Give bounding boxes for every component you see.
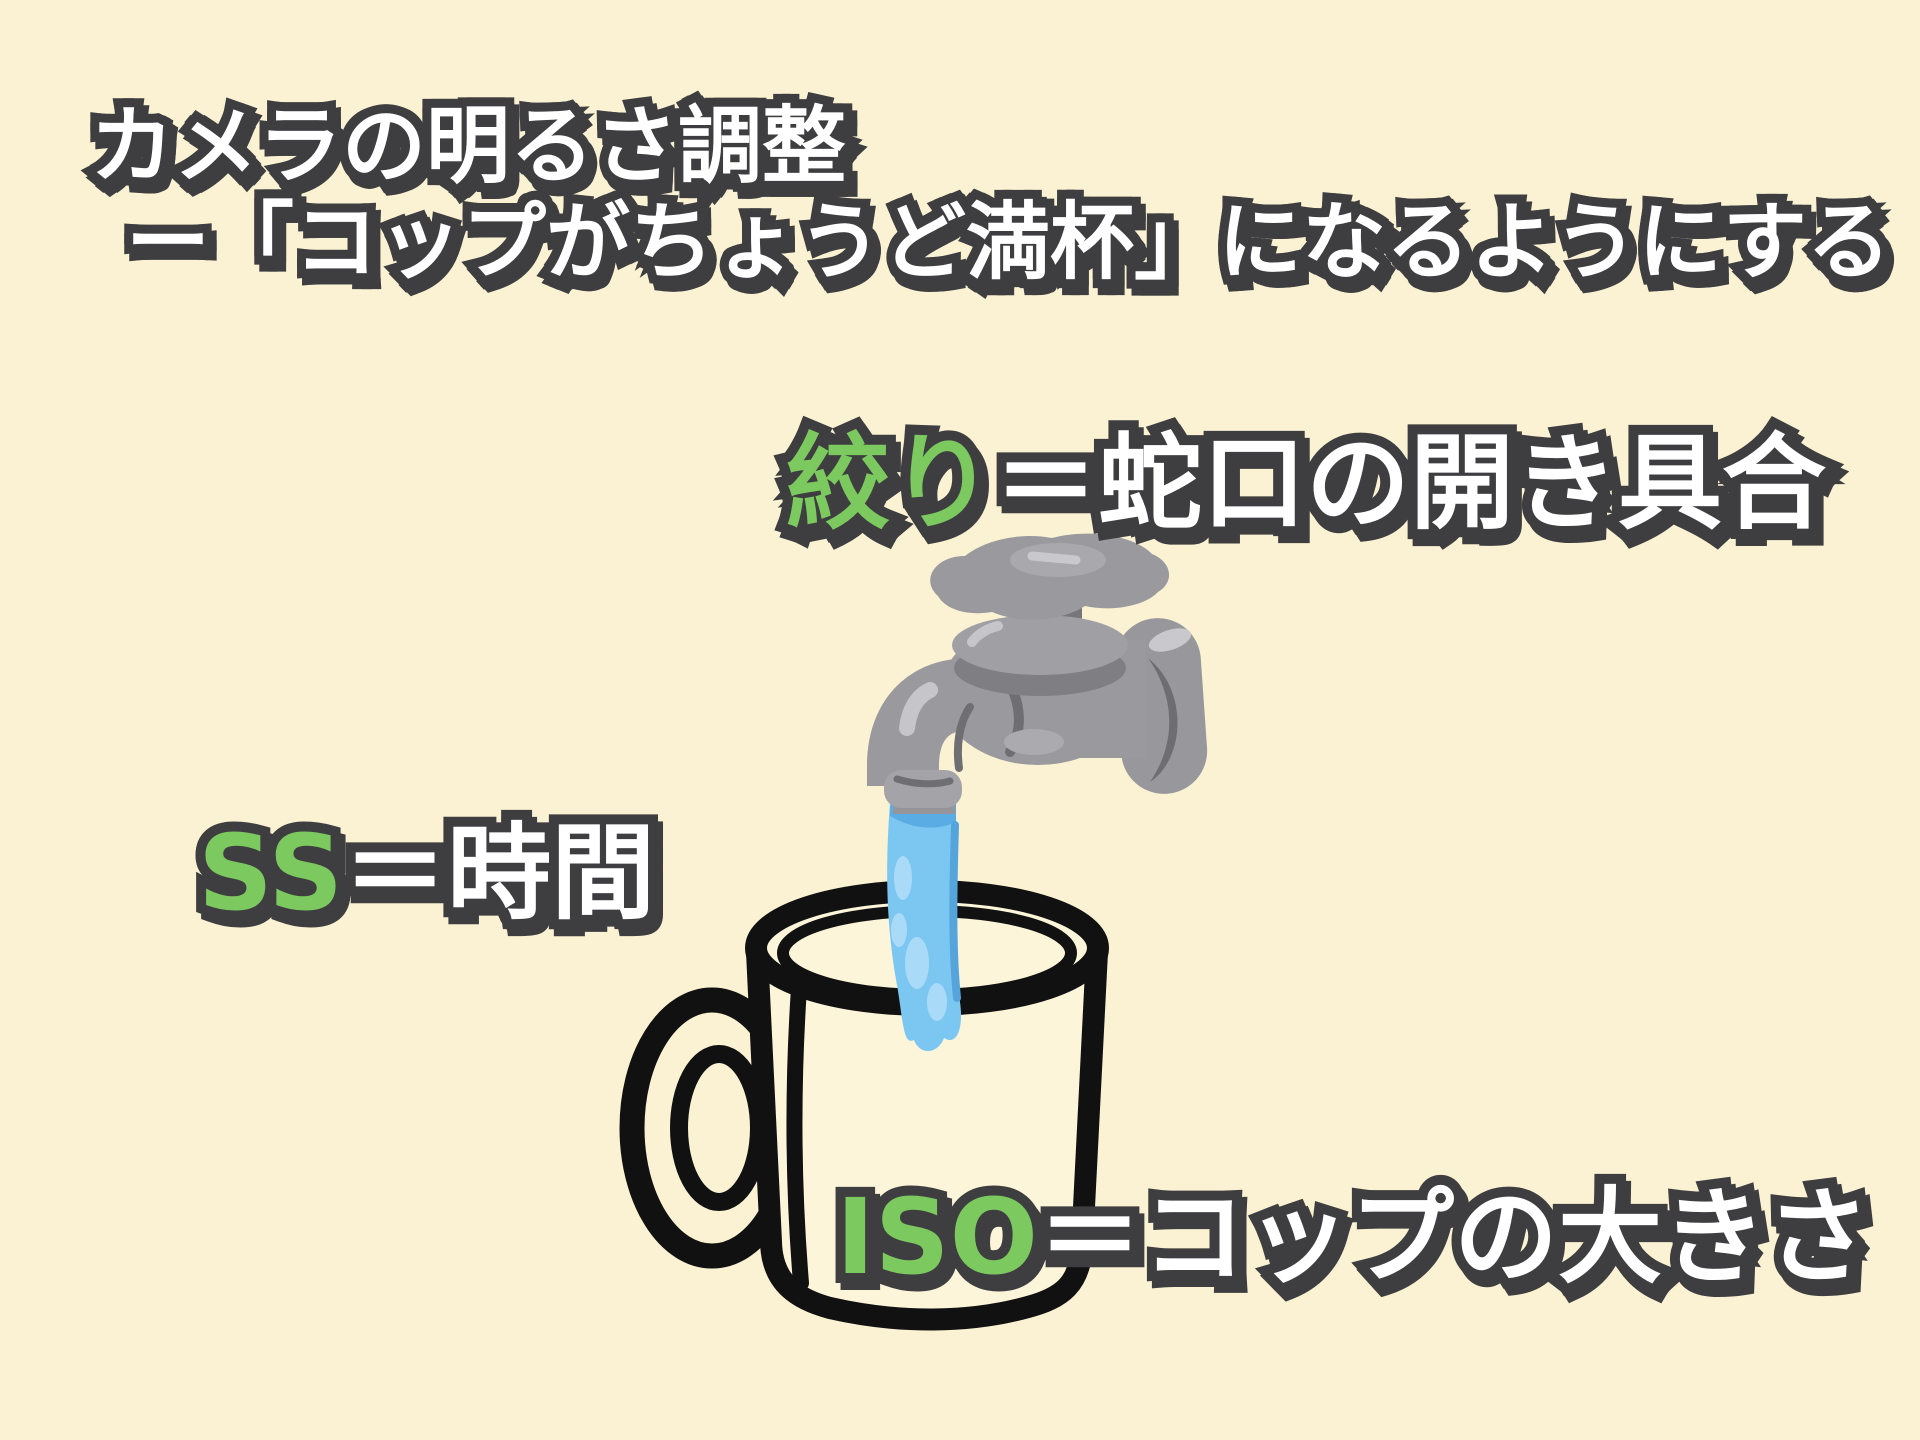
- water-highlight-4: [891, 913, 907, 947]
- water-right-edge: [949, 821, 961, 1002]
- mug-handle-inner: [670, 1045, 768, 1211]
- water-highlight-1: [894, 856, 912, 900]
- title-line-1: カメラの明るさ調整 カメラの明るさ調整: [81, 89, 855, 203]
- aperture-term-outline: 絞り: [776, 413, 1004, 553]
- shutter-speed-term: SS: [198, 812, 344, 934]
- iso-label-outline: ISO＝コップの大きさ: [826, 1167, 1880, 1307]
- title-line-1-text: カメラの明るさ調整: [90, 97, 847, 195]
- aperture-rest-outline: ＝蛇口の開き具合: [984, 413, 1836, 553]
- water-highlight-2: [905, 937, 929, 989]
- aperture-label: 絞り＝蛇口の開き具合 絞り＝蛇口の開き具合: [776, 413, 1836, 553]
- iso-term: ISO: [836, 1176, 1039, 1298]
- iso-label: ISO＝コップの大きさ ISO＝コップの大きさ: [826, 1167, 1880, 1307]
- faucet-illustration: [867, 533, 1208, 814]
- faucet-collar: [884, 770, 962, 808]
- faucet-spout-highlight: [899, 682, 938, 736]
- shutter-speed-label-outline: SS＝時間: [188, 803, 665, 943]
- title-line-2-outline: ー「コップがちょうど満杯」になるようにする: [117, 185, 1900, 299]
- title-line-2: ー「コップがちょうど満杯」になるようにする ー「コップがちょうど満杯」になるよう…: [117, 185, 1900, 299]
- iso-label-text: ISO＝コップの大きさ: [836, 1176, 1870, 1298]
- faucet-right-pipe-highlight: [1148, 628, 1192, 652]
- shutter-speed-label-text: SS＝時間: [198, 812, 655, 934]
- faucet-right-pipe-shade: [1148, 658, 1178, 782]
- aperture-term: 絞り: [786, 422, 995, 544]
- mug-body: [746, 941, 1108, 1331]
- iso-rest-outline: ＝コップの大きさ: [1028, 1167, 1880, 1307]
- aperture-rest: ＝蛇口の開き具合: [994, 422, 1827, 544]
- shutter-speed-rest-outline: ＝時間: [333, 803, 665, 943]
- title-line-1-outline: カメラの明るさ調整: [81, 89, 855, 203]
- faucet-spout-inner-shade: [953, 703, 974, 772]
- shutter-speed-label: SS＝時間 SS＝時間: [188, 803, 665, 943]
- faucet-handle-highlight: [1027, 551, 1081, 565]
- aperture-label-text: 絞り＝蛇口の開き具合: [786, 422, 1826, 544]
- faucet-bonnet: [952, 615, 1128, 675]
- faucet-collar-line: [893, 775, 954, 788]
- shutter-speed-term-outline: SS: [188, 803, 353, 943]
- faucet-bonnet-highlight: [967, 621, 1003, 647]
- water-main: [887, 790, 962, 1052]
- faucet-body-sheen: [1004, 729, 1064, 755]
- faucet-spout: [867, 658, 1012, 786]
- water-highlight-3: [927, 983, 947, 1021]
- title-line-2-text: ー「コップがちょうど満杯」になるようにする: [126, 193, 1891, 291]
- iso-term-outline: ISO: [826, 1167, 1048, 1307]
- mug-accent-line: [786, 980, 809, 1291]
- aperture-label-outline: 絞り＝蛇口の開き具合: [776, 413, 1836, 553]
- iso-rest: ＝コップの大きさ: [1038, 1176, 1871, 1298]
- shutter-speed-rest: ＝時間: [343, 812, 656, 934]
